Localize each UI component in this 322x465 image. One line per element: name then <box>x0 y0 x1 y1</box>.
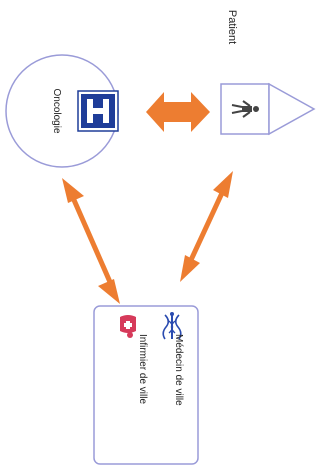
arrow-hospital-careteam <box>62 178 120 304</box>
arrow-hospital-patient <box>146 92 210 132</box>
patient-node[interactable] <box>220 82 316 136</box>
caduceus-icon <box>162 312 182 340</box>
hospital-h-icon <box>77 90 119 132</box>
infirmier-label: Infirmier de ville <box>137 334 148 405</box>
patient-label: Patient <box>226 9 238 45</box>
oncologie-label: Oncologie <box>51 88 62 134</box>
arrow-patient-careteam <box>180 171 233 282</box>
medecin-label: Médecin de ville <box>173 334 184 406</box>
patient-figure-icon <box>231 100 259 118</box>
nurse-cross-icon <box>120 315 136 338</box>
care-team-node[interactable] <box>93 305 199 465</box>
